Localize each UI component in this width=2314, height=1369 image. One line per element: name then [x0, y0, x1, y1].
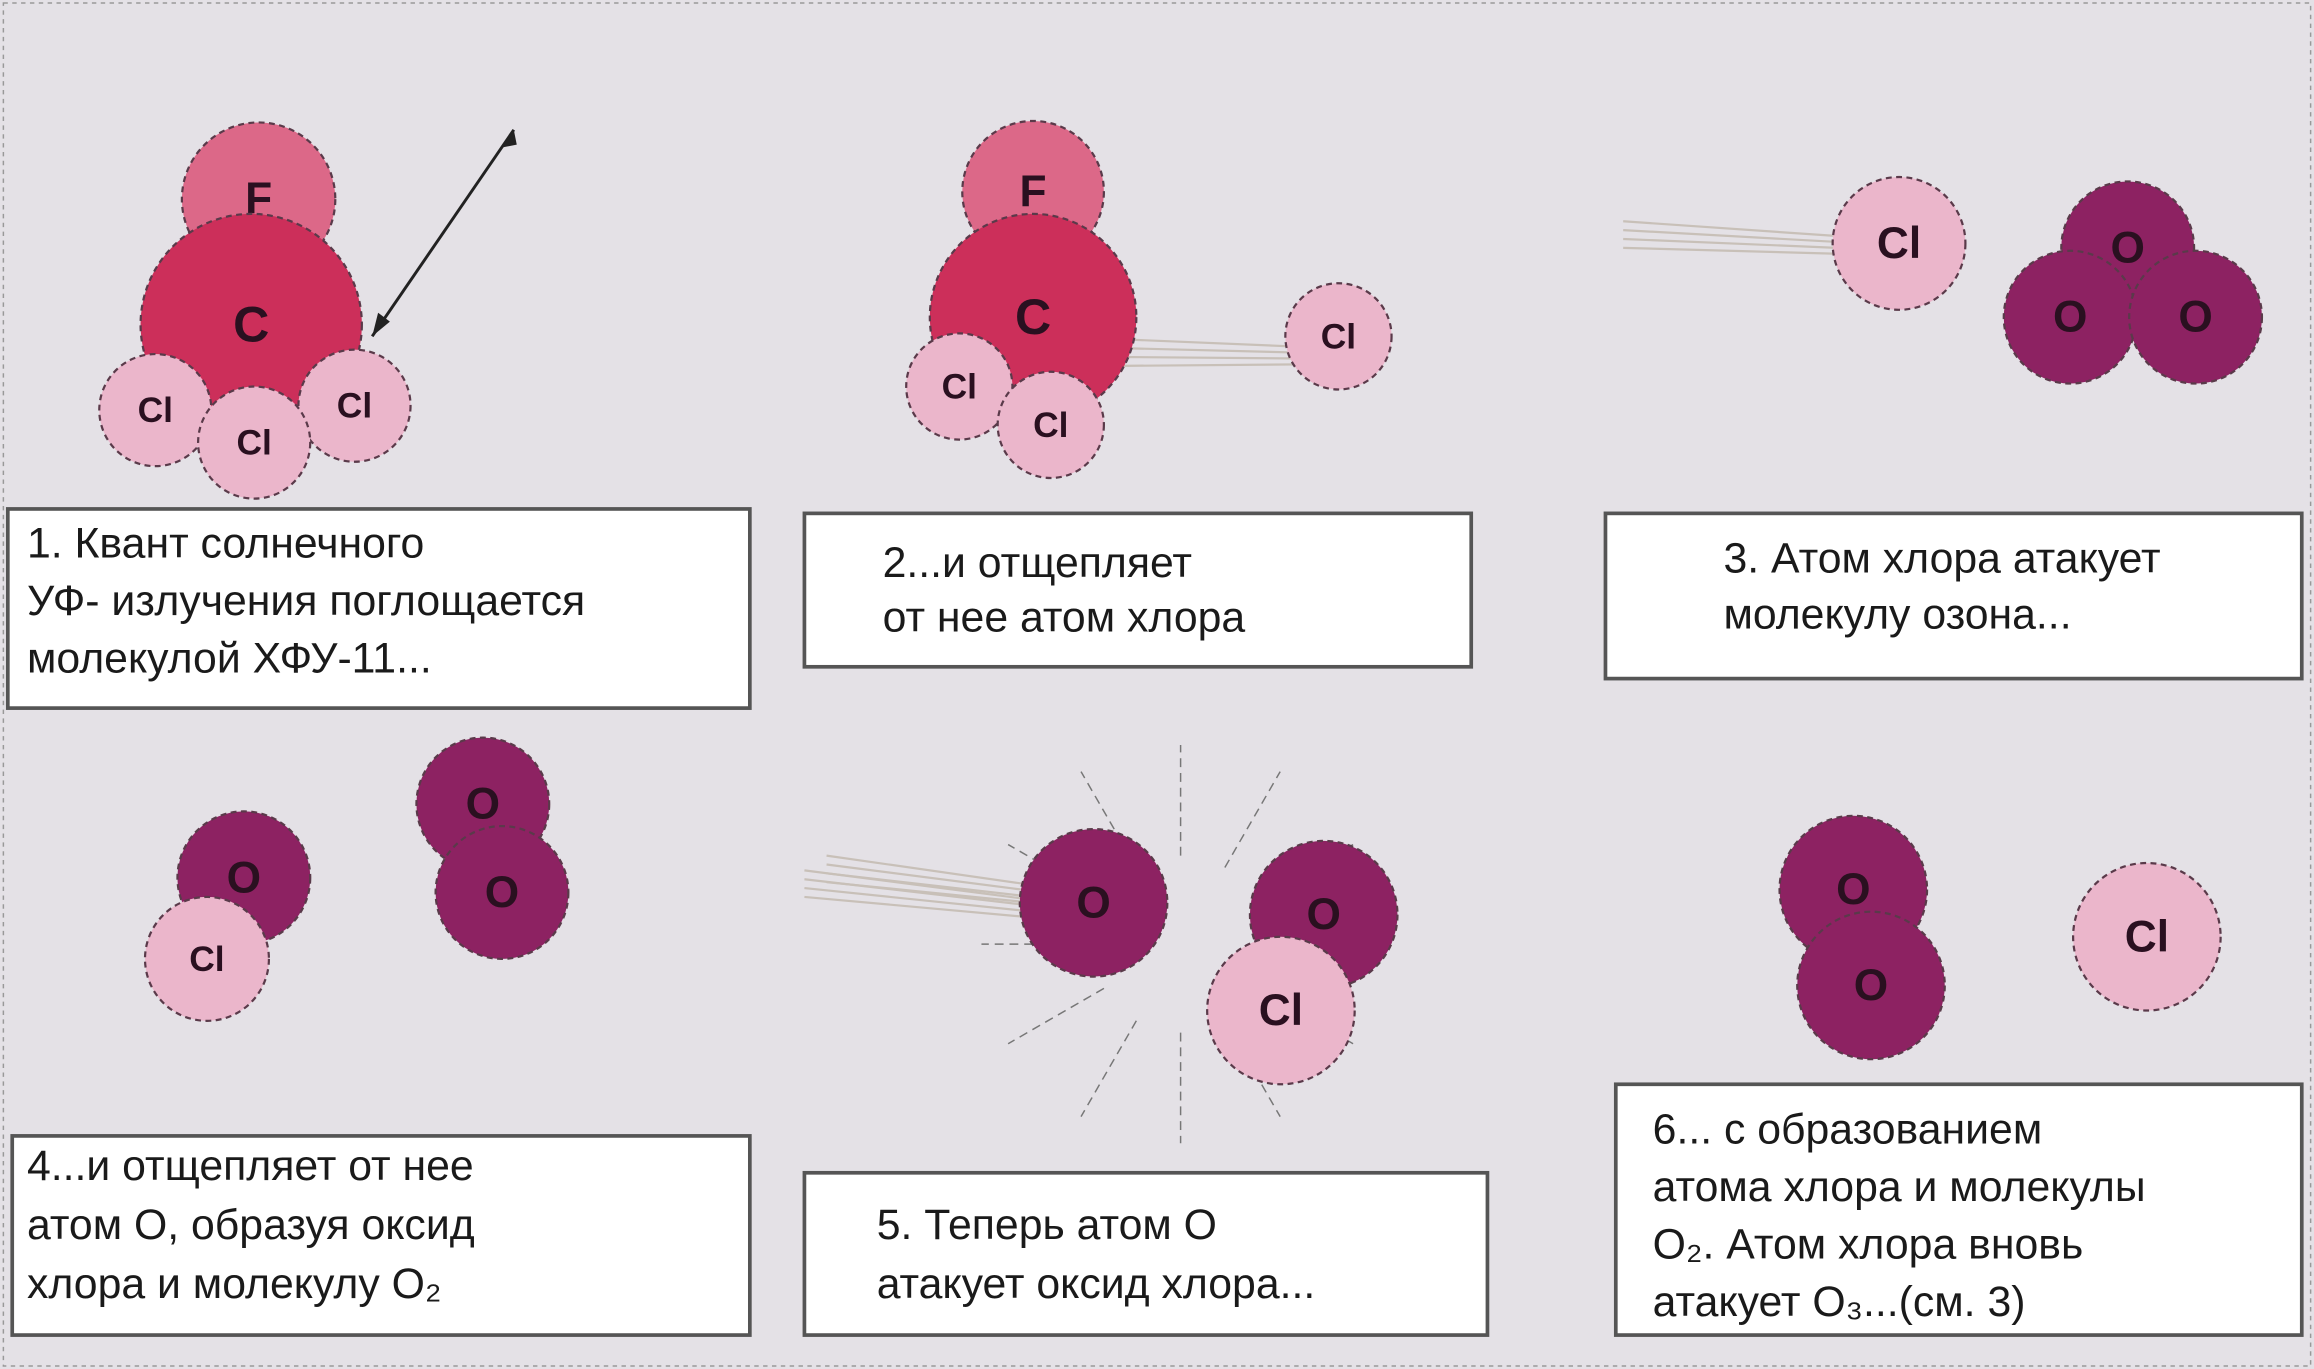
motion-streak: [826, 854, 1034, 887]
caption-line: атома хлора и молекулы: [1653, 1163, 2146, 1211]
atom-label: O: [1076, 878, 1110, 927]
atom-label: Cl: [236, 423, 271, 463]
atom-label: Cl: [1259, 986, 1303, 1035]
motion-streak: [804, 895, 1034, 919]
atom-circle: [143, 895, 271, 1022]
motion-streak: [826, 881, 1034, 904]
atom-circle: [297, 348, 412, 463]
motion-streak: [1623, 220, 1838, 238]
atom-label: O: [1836, 865, 1870, 914]
motion-streak: [826, 872, 1034, 899]
atom-o: O: [2128, 249, 2264, 385]
motion-streak: [1623, 246, 1838, 255]
caption-line: атом O, образуя оксид: [27, 1201, 475, 1249]
caption-line: атакует O₃...(см. 3): [1653, 1278, 2026, 1326]
atom-label: Cl: [1033, 405, 1068, 445]
atom-label: O: [2053, 293, 2087, 342]
atom-label: Cl: [1877, 219, 1921, 268]
atom-cl: Cl: [143, 895, 271, 1022]
atom-circle: [434, 825, 570, 960]
atom-circle: [2072, 861, 2222, 1012]
atom-label: O: [1854, 961, 1888, 1010]
reaction-burst-ray: [1224, 771, 1281, 868]
atom-label: O: [2110, 223, 2144, 272]
atom-cl: Cl: [905, 332, 1014, 441]
motion-streak: [1121, 347, 1299, 354]
reaction-burst-ray: [1007, 987, 1105, 1045]
motion-streak: [1121, 363, 1299, 367]
atom-circle: [1796, 910, 1946, 1061]
caption-line: 3. Атом хлора атакует: [1723, 534, 2160, 582]
motion-streak: [1623, 237, 1838, 249]
motion-streak: [1623, 229, 1838, 244]
reaction-burst-ray: [1080, 1020, 1137, 1117]
step-5-caption: 5. Теперь атом O атакует оксид хлора...: [802, 1170, 1490, 1337]
uv-photon-arrow: [370, 128, 517, 338]
atom-cl: Cl: [2072, 861, 2222, 1012]
atom-circle: [996, 370, 1105, 480]
atom-circle: [2128, 249, 2264, 385]
atom-cl: Cl: [1284, 282, 1393, 391]
caption-line: 2...и отщепляет: [883, 539, 1192, 587]
atom-label: Cl: [942, 367, 977, 407]
caption-line: 6... с образованием: [1653, 1105, 2043, 1153]
atom-label: Cl: [1321, 316, 1356, 356]
atom-cl: Cl: [1831, 175, 1967, 311]
atom-cl: Cl: [197, 385, 312, 500]
atom-cl: Cl: [996, 370, 1105, 480]
atom-cl: Cl: [297, 348, 412, 463]
atom-label: O: [485, 868, 519, 917]
atom-o: O: [1018, 827, 1169, 978]
atom-circle: [197, 385, 312, 500]
caption-line: 5. Теперь атом O: [877, 1201, 1217, 1249]
step-6-caption: 6... с образованием атома хлора и молеку…: [1613, 1082, 2304, 1337]
caption-line: молекулу озона...: [1723, 590, 2071, 638]
atom-cl: Cl: [1206, 935, 1356, 1086]
caption-line: атакует оксид хлора...: [877, 1260, 1316, 1308]
atom-label: O: [2178, 293, 2212, 342]
caption-line: 4...и отщепляет от нее: [27, 1142, 474, 1190]
caption-line: от нее атом хлора: [883, 593, 1246, 641]
atom-label: O: [227, 853, 261, 902]
step-4-caption: 4...и отщепляет от нее атом O, образуя о…: [10, 1134, 752, 1337]
caption-line: УФ- излучения поглощается: [27, 577, 585, 625]
atom-circle: [1831, 175, 1967, 311]
atom-label: Cl: [337, 386, 372, 426]
atom-circle: [1284, 282, 1393, 391]
caption-line: молекулой ХФУ-11...: [27, 635, 432, 683]
atom-label: C: [1015, 289, 1051, 345]
atom-label: F: [1020, 167, 1047, 216]
motion-streak: [804, 886, 1034, 913]
caption-line: O₂. Атом хлора вновь: [1653, 1220, 2084, 1268]
atom-o: O: [1796, 910, 1946, 1061]
atom-label: O: [466, 779, 500, 828]
step-2-caption: 2...и отщепляет от нее атом хлора: [802, 511, 1474, 669]
caption-line: хлора и молекулу O₂: [27, 1260, 442, 1308]
motion-streak: [1121, 355, 1299, 360]
atom-circle: [905, 332, 1014, 441]
atom-label: Cl: [138, 390, 173, 430]
step-3-caption: 3. Атом хлора атакует молекулу озона...: [1603, 511, 2304, 681]
atom-circle: [1018, 827, 1169, 978]
motion-streak: [1121, 338, 1299, 348]
atom-label: O: [1306, 890, 1340, 939]
motion-streak: [826, 863, 1034, 893]
atom-cl: Cl: [98, 352, 213, 468]
atom-label: Cl: [2125, 912, 2169, 961]
caption-line: 1. Квант солнечного: [27, 520, 424, 568]
atom-o: O: [434, 825, 570, 960]
atom-circle: [1206, 935, 1356, 1086]
step-1-caption: 1. Квант солнечного УФ- излучения поглощ…: [5, 507, 752, 710]
atom-o: O: [2002, 249, 2138, 385]
atom-label: Cl: [189, 939, 224, 979]
atom-label: C: [233, 297, 269, 353]
